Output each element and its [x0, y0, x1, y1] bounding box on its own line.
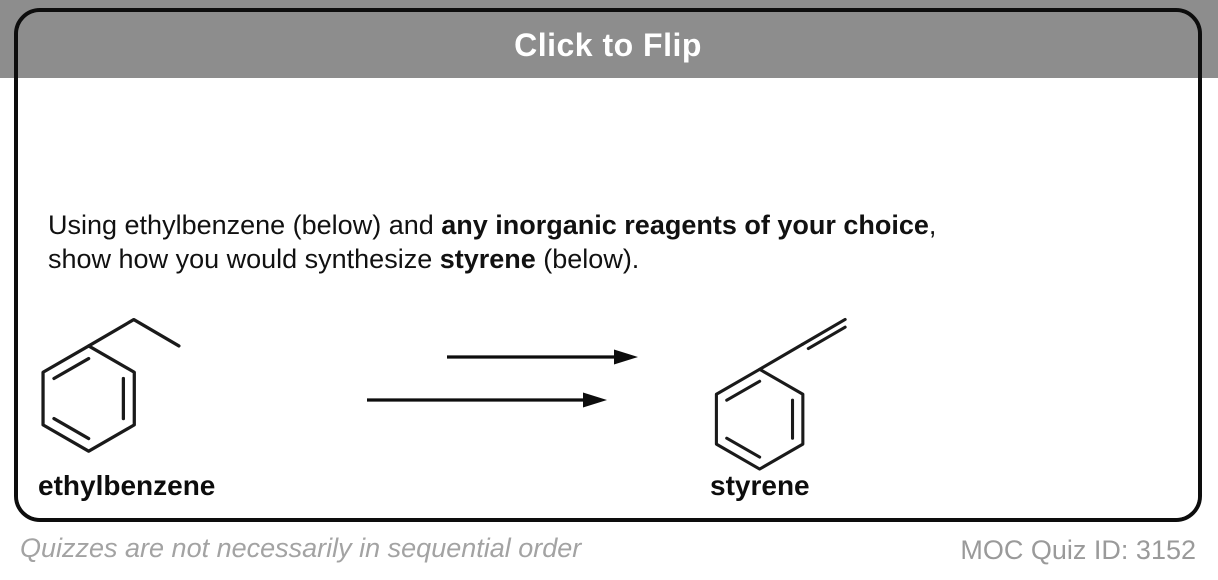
ethylbenzene-structure-icon — [41, 317, 181, 453]
flip-label: Click to Flip — [514, 26, 702, 63]
question-seg6: (below). — [535, 244, 640, 274]
question-seg5-bold: styrene — [439, 244, 536, 274]
reaction-arrows-icon — [367, 349, 638, 408]
product-label: styrene — [710, 470, 810, 501]
question-seg1: Using ethylbenzene (below) and — [48, 210, 442, 240]
styrene-structure — [686, 300, 876, 479]
question-seg4: show how you would synthesize — [48, 244, 440, 274]
ethylbenzene-structure — [26, 292, 214, 470]
question-text: Using ethylbenzene (below) and any inorg… — [48, 208, 936, 276]
flashcard[interactable]: Click to Flip Using ethylbenzene (below)… — [14, 8, 1202, 522]
footer-note: Quizzes are not necessarily in sequentia… — [20, 533, 582, 563]
reactant-label: ethylbenzene — [38, 470, 216, 501]
quiz-id: MOC Quiz ID: 3152 — [960, 535, 1196, 565]
question-seg2-bold: any inorganic reagents of your choice — [441, 210, 929, 240]
styrene-structure-icon — [714, 317, 847, 471]
flashcard-front: Using ethylbenzene (below) and any inorg… — [18, 78, 1198, 518]
click-to-flip-header[interactable]: Click to Flip — [18, 12, 1198, 78]
question-seg3: , — [928, 210, 937, 240]
